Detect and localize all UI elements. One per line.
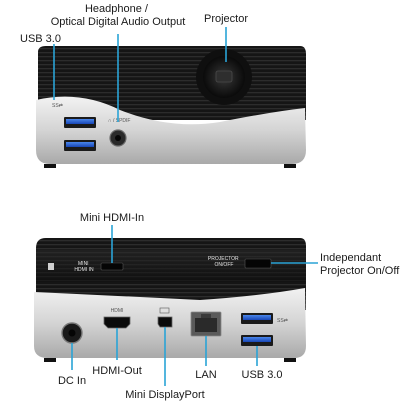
mini-hdmi-in-mark-line-2: HDMI IN <box>74 267 94 273</box>
audio-label-line-1: Headphone / <box>85 3 149 15</box>
lock-slot <box>48 263 54 270</box>
projector-label: Projector <box>204 13 248 25</box>
mini-hdmi-in-mark: MINI HDMI IN <box>74 261 94 273</box>
dc-in-pin <box>68 329 76 337</box>
usb-port-rear-1-tongue <box>243 315 271 320</box>
usb-port-top-1-tongue <box>66 119 94 124</box>
lan-label: LAN <box>195 369 216 381</box>
usb-port-top-2-tongue <box>66 142 94 147</box>
mini-hdmi-in-mark-line-1: MINI <box>78 261 89 267</box>
usb-port-rear-2-tongue <box>243 337 271 342</box>
top-device-silver-front <box>36 96 306 164</box>
top-device: SS⇄ ∩ / SPDIF <box>36 46 306 168</box>
bottom-device-foot-left <box>44 358 56 362</box>
usb-top-label: USB 3.0 <box>20 33 61 45</box>
lan-port-opening <box>195 318 217 332</box>
mini-displayport-icon <box>159 307 170 314</box>
mini-hdmi-in-port <box>100 262 124 271</box>
audio-jack-hole <box>115 135 121 141</box>
audio-label-line-2: Optical Digital Audio Output <box>51 16 186 28</box>
lan-port-latch <box>201 314 211 318</box>
top-device-foot-right <box>284 164 296 168</box>
hdmi-out-port <box>103 316 131 329</box>
bottom-device-foot-right <box>284 358 296 362</box>
bottom-device: MINI HDMI IN PROJECTOR ON/OFF HDMI SS⇄ <box>34 238 306 362</box>
projector-onoff-mark-line-1: PROJECTOR <box>208 256 239 262</box>
projector-switch-label: Independant Projector On/Off <box>320 252 400 277</box>
projector-switch-label-line-2: Projector On/Off <box>320 265 400 277</box>
projector-switch <box>244 258 272 269</box>
ss-mark-top: SS⇄ <box>52 103 63 109</box>
top-device-foot-left <box>44 164 56 168</box>
dc-in-label: DC In <box>58 375 86 387</box>
mini-displayport-label: Mini DisplayPort <box>125 389 204 401</box>
ss-mark-rear: SS⇄ <box>277 318 288 324</box>
hdmi-out-label: HDMI-Out <box>92 365 142 377</box>
hdmi-mark: HDMI <box>111 308 124 314</box>
projector-onoff-mark-line-2: ON/OFF <box>215 262 234 268</box>
spdif-mark: ∩ / SPDIF <box>108 118 131 124</box>
mini-hdmi-label: Mini HDMI-In <box>80 212 144 224</box>
audio-label: Headphone / Optical Digital Audio Output <box>51 3 186 28</box>
mini-displayport-port <box>157 316 173 328</box>
usb-rear-label: USB 3.0 <box>242 369 283 381</box>
projector-onoff-mark: PROJECTOR ON/OFF <box>208 256 240 268</box>
projector-switch-label-line-1: Independant <box>320 252 381 264</box>
projector-lens-glass <box>215 70 233 83</box>
